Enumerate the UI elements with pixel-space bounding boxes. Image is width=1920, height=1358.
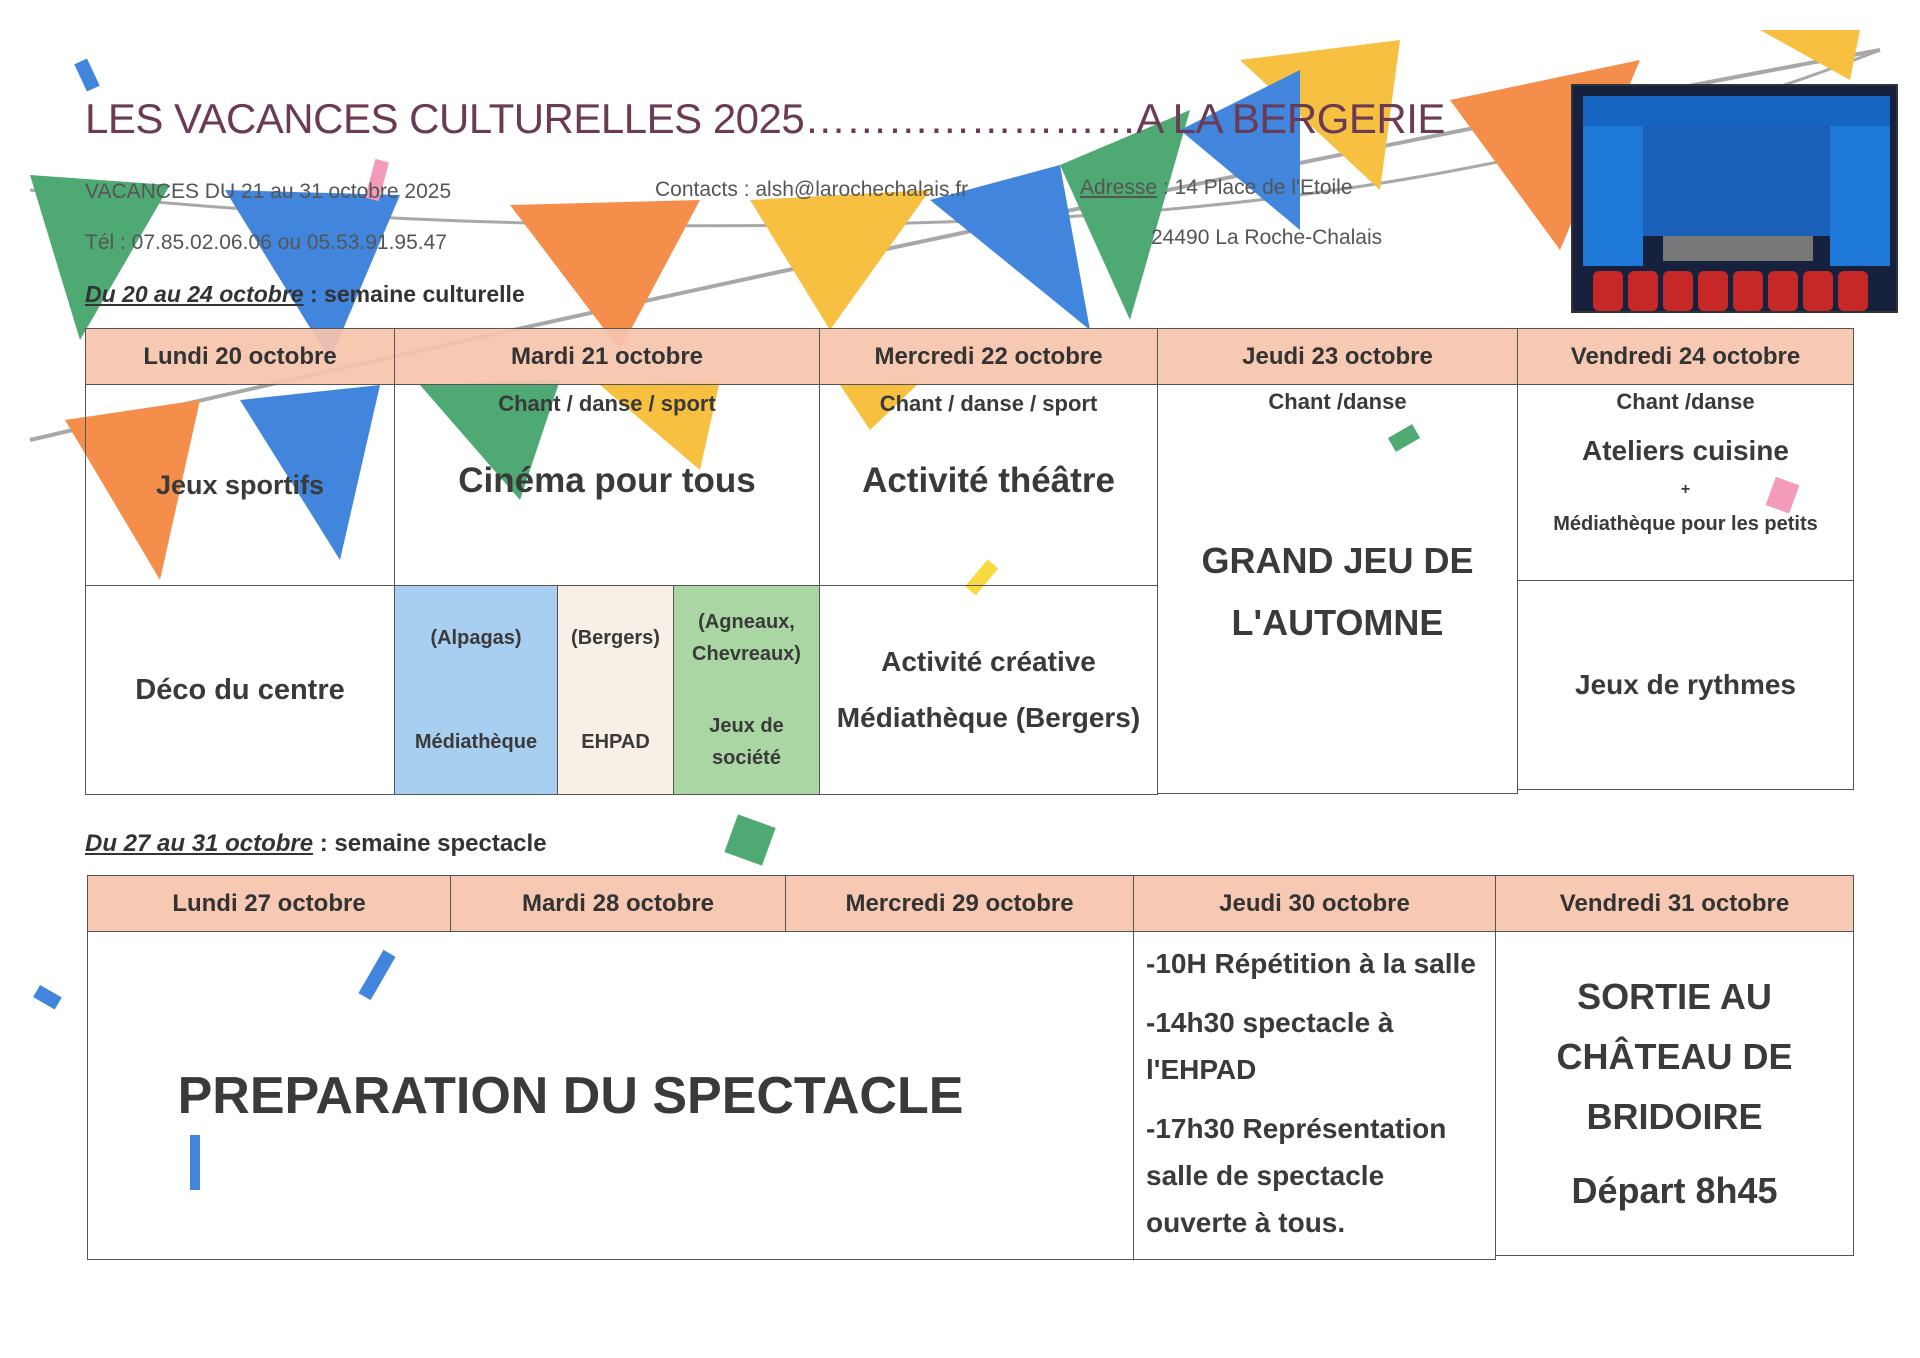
mardi-group-bergers: (Bergers) EHPAD [557,585,674,795]
day-header: Vendredi 24 octobre [1517,328,1854,385]
group-activity: Jeux de société [709,715,784,769]
week1-range: Du 20 au 24 octobre [85,281,304,307]
day-header: Mercredi 29 octobre [785,875,1134,932]
outing-line: SORTIE AU [1577,975,1772,1017]
schedule-line: -10H Répétition à la salle [1146,948,1476,979]
mercredi-activity-1: Activité créative [881,646,1096,677]
vacation-dates: VACANCES DU 21 au 31 octobre 2025 [85,180,452,203]
mercredi-morning: Chant / danse / sport Activité théâtre [819,384,1158,586]
group-name: (Agneaux, Chevreaux) [692,611,801,665]
day-header: Mardi 28 octobre [450,875,786,932]
jeudi-all-day: Chant /danse GRAND JEU DE L'AUTOMNE [1157,384,1518,794]
week2-sep: : [313,830,335,857]
day-header: Jeudi 30 octobre [1133,875,1496,932]
schedule-line: l'EHPAD [1146,1054,1257,1085]
day-header: Jeudi 23 octobre [1157,328,1518,385]
week1-sep: : [303,281,325,307]
departure-time: Départ 8h45 [1571,1169,1778,1211]
day-header: Mercredi 22 octobre [819,328,1158,385]
spectacle-preparation: PREPARATION DU SPECTACLE [87,931,1134,1260]
day-header: Lundi 27 octobre [87,875,451,932]
group-activity: EHPAD [581,730,650,753]
week2-label: semaine spectacle [334,830,547,857]
mardi-group-agneaux: (Agneaux, Chevreaux) Jeux de société [673,585,820,795]
schedule-line: salle de spectacle [1146,1160,1385,1191]
plus-sign: + [1680,481,1691,498]
mardi-sub: Chant / danse / sport [498,391,716,416]
group-activity: Médiathèque [414,730,538,753]
jeudi30-schedule: -10H Répétition à la salle -14h30 specta… [1133,931,1496,1260]
schedule-line: -14h30 spectacle à [1146,1007,1394,1038]
mercredi-sub: Chant / danse / sport [879,391,1098,416]
schedule-line: ouverte à tous. [1146,1207,1346,1238]
day-header: Lundi 20 octobre [85,328,395,385]
day-header: Vendredi 31 octobre [1495,875,1854,932]
mercredi-activity: Activité théâtre [862,461,1115,500]
week2-heading: Du 27 au 31 octobre : semaine spectacle [85,830,547,858]
mercredi-activity-2: Médiathèque (Bergers) [836,702,1141,733]
address-line2: 24490 La Roche-Chalais [1151,226,1383,249]
outing-line: CHÂTEAU DE [1556,1035,1793,1077]
mardi-morning: Chant / danse / sport Cinéma pour tous [394,384,820,586]
week1-heading: Du 20 au 24 octobre : semaine culturelle [85,281,525,308]
mardi-group-alpagas: (Alpagas) Médiathèque [394,585,558,795]
vendredi-activity-2: Médiathèque pour les petits [1553,513,1818,535]
jeudi-sub: Chant /danse [1268,389,1407,414]
contact-email[interactable]: Contacts : alsh@larochechalais.fr [655,178,969,201]
outing-line: BRIDOIRE [1586,1095,1763,1137]
vendredi31-outing: SORTIE AU CHÂTEAU DE BRIDOIRE Départ 8h4… [1495,931,1854,1256]
group-name: (Alpagas) [430,626,522,649]
lundi-afternoon: Déco du centre [85,585,395,795]
page-title: LES VACANCES CULTURELLES 2025……………………A L… [85,95,1445,142]
week1-label: semaine culturelle [324,281,525,307]
day-header: Mardi 21 octobre [394,328,820,385]
vendredi-afternoon: Jeux de rythmes [1517,580,1854,790]
theatre-stage-image [1571,84,1898,313]
jeudi-activity-line1: GRAND JEU DE [1201,540,1474,581]
phone: Tél : 07.85.02.06.06 ou 05.53.91.95.47 [85,231,447,254]
mercredi-afternoon: Activité créative Médiathèque (Bergers) [819,585,1158,795]
week2-range: Du 27 au 31 octobre [85,830,314,857]
lundi-morning: Jeux sportifs [85,384,395,586]
address-street: : 14 Place de l'Etoile [1157,176,1353,199]
vendredi-sub: Chant /danse [1616,389,1755,414]
vendredi-morning: Chant /danse Ateliers cuisine + Médiathè… [1517,384,1854,581]
address-line1: Adresse : 14 Place de l'Etoile [1080,176,1353,200]
group-name: (Bergers) [571,626,660,649]
jeudi-activity-line2: L'AUTOMNE [1231,602,1444,643]
vendredi-activity: Ateliers cuisine [1582,435,1789,466]
address-label: Adresse [1080,176,1158,199]
mardi-activity: Cinéma pour tous [458,461,756,500]
schedule-line: -17h30 Représentation [1146,1113,1447,1144]
